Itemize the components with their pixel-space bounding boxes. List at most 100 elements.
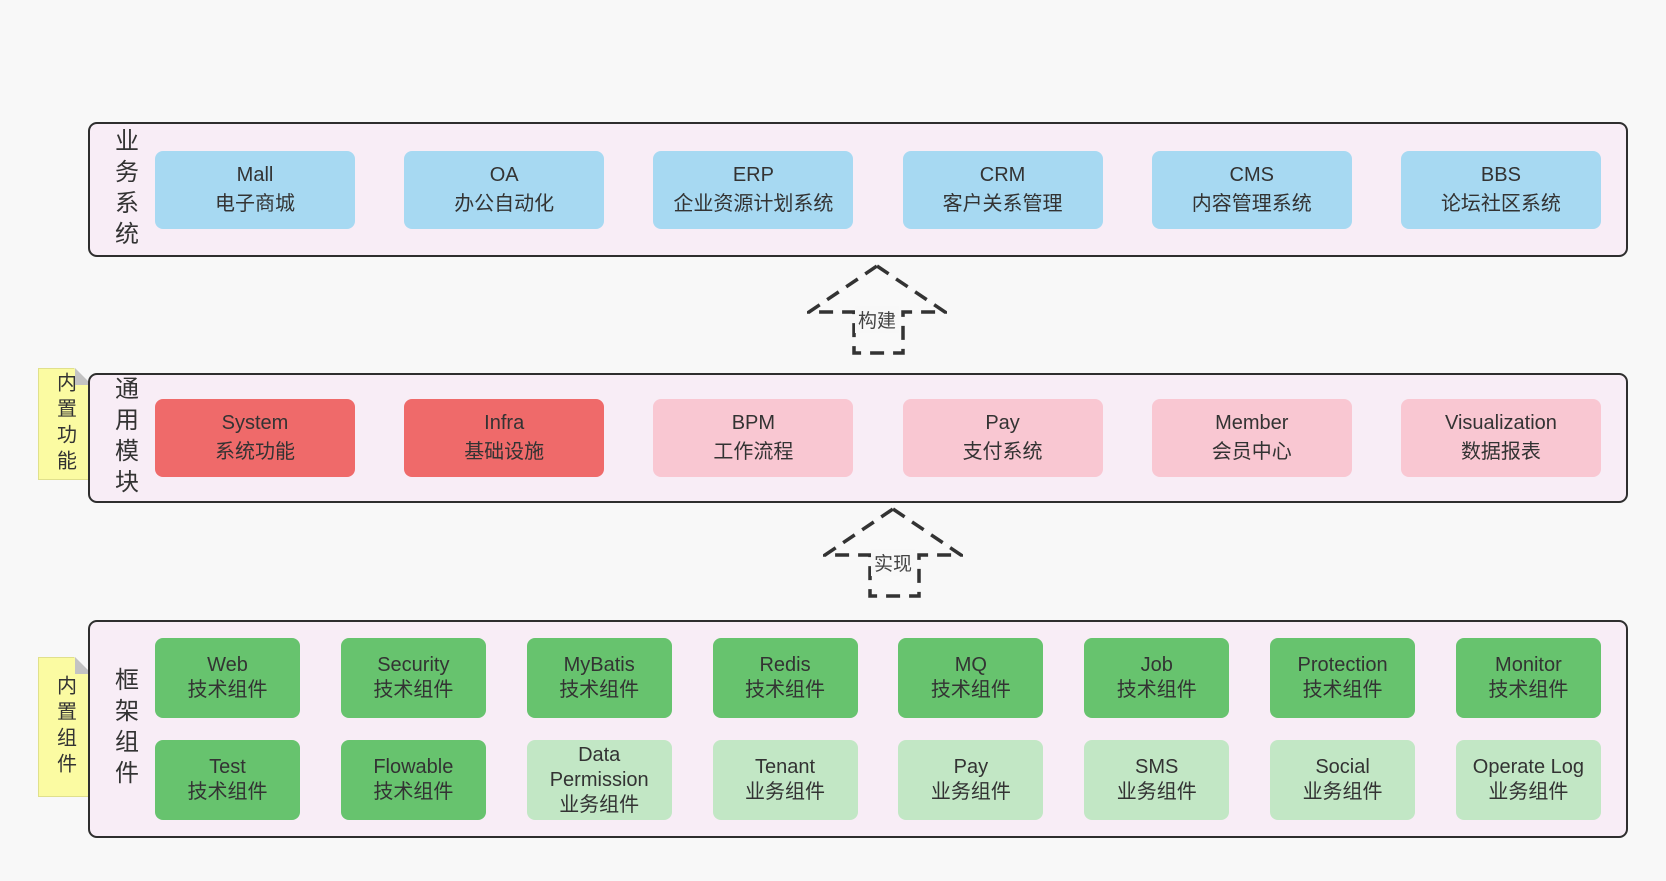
layer-label-modules: 通用模块: [110, 376, 138, 500]
arrow-build: 构建: [807, 262, 947, 357]
box-subtitle: 会员中心: [1211, 441, 1292, 463]
box-subtitle: 业务组件: [1116, 781, 1197, 803]
note-corner-fold-icon: [75, 657, 92, 674]
component-boxes-grid: Web 技术组件 Security 技术组件 MyBatis 技术组件 Redi…: [150, 622, 1626, 836]
box-system: System 系统功能: [155, 399, 355, 477]
arrow-implement: 实现: [823, 505, 963, 600]
box-security: Security 技术组件: [340, 638, 486, 718]
box-title: MyBatis: [563, 654, 635, 676]
box-subtitle: 企业资源计划系统: [673, 192, 834, 215]
box-title: BBS: [1480, 163, 1521, 186]
box-title: Social: [1315, 756, 1370, 778]
box-title: Member: [1215, 412, 1289, 434]
box-subtitle: 内容管理系统: [1191, 192, 1312, 215]
box-title: BPM: [731, 412, 776, 434]
box-sms: SMS 业务组件: [1084, 740, 1230, 820]
note-text: 内置功能: [53, 372, 76, 476]
box-mybatis: MyBatis 技术组件: [526, 638, 672, 718]
box-title: Operate Log: [1472, 756, 1584, 778]
box-title: Test: [209, 756, 246, 778]
box-title: ERP: [732, 163, 774, 186]
box-mq: MQ 技术组件: [898, 638, 1044, 718]
box-title: CRM: [979, 163, 1026, 186]
box-subtitle: 业务组件: [559, 793, 640, 816]
box-bbs: BBS 论坛社区系统: [1400, 150, 1601, 229]
box-title: Visualization: [1444, 412, 1557, 434]
box-title: System: [221, 412, 289, 434]
box-cms: CMS 内容管理系统: [1151, 150, 1352, 229]
box-title: Flowable: [373, 756, 454, 778]
layer-label-components: 框架组件: [110, 667, 138, 791]
box-subtitle: 客户关系管理: [942, 192, 1063, 215]
box-title: Mall: [236, 163, 274, 186]
box-subtitle: 技术组件: [373, 679, 454, 701]
box-subtitle: 技术组件: [1116, 679, 1197, 701]
box-mall: Mall 电子商城: [155, 150, 355, 229]
box-infra: Infra 基础设施: [404, 399, 605, 477]
sticky-note-builtin-components: 内置组件: [38, 657, 92, 797]
component-row-1: Web 技术组件 Security 技术组件 MyBatis 技术组件 Redi…: [155, 638, 1601, 718]
box-bpm: BPM 工作流程: [653, 399, 854, 477]
box-subtitle: 技术组件: [1488, 679, 1569, 701]
component-row-2: Test 技术组件 Flowable 技术组件 Data Permission …: [155, 740, 1601, 820]
box-subtitle: 论坛社区系统: [1440, 192, 1561, 215]
arrow-label: 构建: [854, 306, 900, 333]
box-erp: ERP 企业资源计划系统: [653, 150, 854, 229]
box-subtitle: 电子商城: [215, 192, 295, 215]
box-title: SMS: [1135, 756, 1179, 778]
box-crm: CRM 客户关系管理: [902, 150, 1103, 229]
note-corner-fold-icon: [75, 368, 92, 385]
box-data-permission: Data Permission 业务组件: [526, 740, 672, 820]
business-systems-layer: 业务系统 Mall 电子商城 OA 办公自动化 ERP 企业资源计划系统 CRM…: [88, 122, 1628, 257]
sticky-note-builtin-features: 内置功能: [38, 368, 92, 480]
framework-components-layer: 框架组件 Web 技术组件 Security 技术组件 MyBatis 技术组件…: [88, 620, 1628, 838]
arrow-label: 实现: [870, 549, 916, 576]
box-title: CMS: [1229, 163, 1274, 186]
box-title: Data Permission: [549, 743, 649, 791]
box-job: Job 技术组件: [1084, 638, 1230, 718]
box-title: Web: [207, 654, 248, 676]
box-oa: OA 办公自动化: [404, 150, 605, 229]
box-subtitle: 系统功能: [215, 441, 295, 463]
box-subtitle: 工作流程: [713, 441, 794, 463]
box-subtitle: 业务组件: [745, 781, 826, 803]
box-flowable: Flowable 技术组件: [340, 740, 486, 820]
box-social: Social 业务组件: [1270, 740, 1416, 820]
box-redis: Redis 技术组件: [712, 638, 858, 718]
box-subtitle: 技术组件: [1302, 679, 1383, 701]
box-protection: Protection 技术组件: [1270, 638, 1416, 718]
module-boxes-row: System 系统功能 Infra 基础设施 BPM 工作流程 Pay 支付系统…: [150, 375, 1626, 501]
box-subtitle: 业务组件: [930, 781, 1011, 803]
box-title: Pay: [985, 412, 1020, 434]
box-subtitle: 数据报表: [1460, 441, 1541, 463]
box-title: OA: [489, 163, 519, 186]
box-subtitle: 办公自动化: [454, 192, 555, 215]
box-title: Job: [1140, 654, 1173, 676]
box-test: Test 技术组件: [155, 740, 300, 820]
box-subtitle: 基础设施: [464, 441, 545, 463]
box-visualization: Visualization 数据报表: [1400, 399, 1601, 477]
box-subtitle: 业务组件: [1488, 781, 1569, 803]
box-subtitle: 技术组件: [559, 679, 640, 701]
box-title: Protection: [1297, 654, 1388, 676]
box-title: Security: [377, 654, 450, 676]
box-pay-component: Pay 业务组件: [898, 740, 1044, 820]
box-subtitle: 技术组件: [373, 781, 454, 803]
box-subtitle: 技术组件: [745, 679, 826, 701]
common-modules-layer: 通用模块 System 系统功能 Infra 基础设施 BPM 工作流程 Pay…: [88, 373, 1628, 503]
business-boxes-row: Mall 电子商城 OA 办公自动化 ERP 企业资源计划系统 CRM 客户关系…: [150, 124, 1626, 255]
box-subtitle: 技术组件: [187, 781, 268, 803]
box-member: Member 会员中心: [1151, 399, 1352, 477]
box-subtitle: 业务组件: [1302, 781, 1383, 803]
box-subtitle: 技术组件: [187, 679, 268, 701]
box-title: Pay: [953, 756, 989, 778]
box-subtitle: 技术组件: [930, 679, 1011, 701]
box-web: Web 技术组件: [155, 638, 300, 718]
box-monitor: Monitor 技术组件: [1455, 638, 1601, 718]
box-title: Infra: [484, 412, 525, 434]
note-text: 内置组件: [53, 675, 76, 779]
box-tenant: Tenant 业务组件: [712, 740, 858, 820]
box-pay-module: Pay 支付系统: [902, 399, 1103, 477]
box-title: Tenant: [755, 756, 816, 778]
